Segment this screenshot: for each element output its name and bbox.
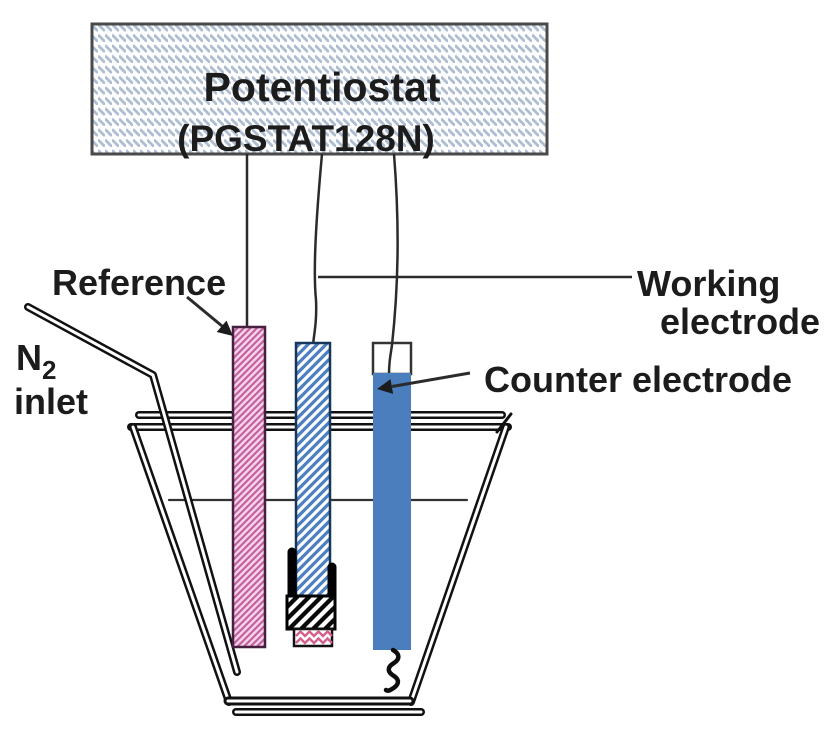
counter-wire-coil <box>383 647 401 693</box>
beaker <box>127 411 513 716</box>
counter-label: Counter electrode <box>484 359 792 400</box>
counter-cable <box>387 153 399 375</box>
electrode-tip-holder <box>285 594 337 631</box>
reference-arrow <box>186 295 233 336</box>
n2-inlet-label: N2 inlet <box>14 337 88 422</box>
n2-symbol: N2 <box>16 337 56 385</box>
potentiostat-model: (PGSTAT128N) <box>177 118 435 159</box>
annotations: Reference Working electrode Counter elec… <box>14 262 820 422</box>
working-electrode-rod <box>294 341 332 601</box>
beaker-bottom <box>223 696 425 716</box>
beaker-right-wall <box>407 423 510 706</box>
working-label-line2: electrode <box>660 301 820 342</box>
working-label-line1: Working <box>637 263 780 304</box>
working-cable <box>311 153 324 346</box>
beaker-left-wall <box>129 423 233 706</box>
potentiostat-housing <box>90 22 549 156</box>
rim-end-stub <box>495 412 513 434</box>
potentiostat-title: Potentiostat <box>204 64 441 110</box>
reference-electrode <box>231 325 267 649</box>
counter-electrode-rod <box>373 373 411 650</box>
counter-electrode <box>373 373 411 693</box>
reference-label: Reference <box>52 262 226 303</box>
potentiostat-cables <box>245 153 399 375</box>
potentiostat-box: Potentiostat (PGSTAT128N) <box>90 22 549 159</box>
electrode-tip-membrane <box>292 627 334 648</box>
n2-inlet-tube <box>24 303 241 676</box>
inlet-word: inlet <box>14 381 88 422</box>
working-electrode <box>285 341 337 648</box>
counter-arrow <box>377 371 471 394</box>
